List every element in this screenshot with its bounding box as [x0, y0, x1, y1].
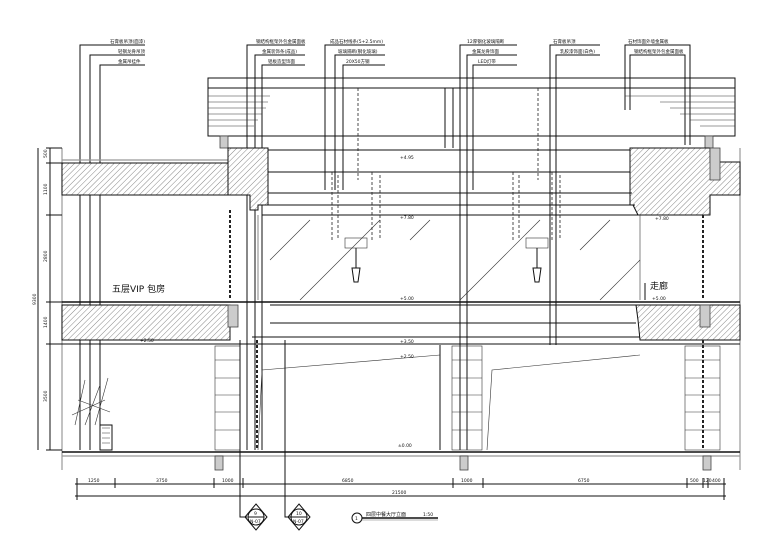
- dimension-label: 1100: [43, 183, 49, 195]
- lower-floor: [62, 340, 740, 471]
- dimension-label: 6850: [342, 478, 354, 484]
- callout-group-4: 12厚钢化玻璃隔断 金属龙骨饰面 LED灯带: [459, 38, 517, 450]
- marker-number: 10: [296, 511, 302, 517]
- upper-floor: 五层VIP 包房 走廊: [61, 147, 741, 470]
- vertical-dimensions: 500 1100 2800 1400 3500 9300: [32, 147, 62, 451]
- elevation-label: +5.00: [652, 296, 666, 302]
- callout-label: 石膏板吊顶(面漆): [110, 38, 145, 45]
- horizontal-dimensions: 1250 3750 1000 6850 1000 6750 500 120 40…: [75, 478, 726, 500]
- elevation-label: +5.00: [400, 296, 414, 302]
- drawing-title: 1 四层中餐大厅立面 1:50: [351, 511, 438, 524]
- dimension-label: 2800: [43, 250, 49, 262]
- callout-label: 金属装饰条(成品): [262, 48, 297, 55]
- title-text: 四层中餐大厅立面: [366, 511, 406, 518]
- callout-label: 石膏板吊顶: [553, 38, 576, 45]
- dimension-label: 1250: [88, 478, 100, 484]
- callout-label: 金属吊挂件: [118, 58, 141, 65]
- callout-label: 铝板造型饰面: [268, 58, 295, 65]
- elevation-label: +7.80: [655, 216, 669, 222]
- callout-label: 玻璃隔断(钢化玻璃): [338, 48, 378, 55]
- dimension-total: 9300: [32, 293, 38, 305]
- section-marker-10[interactable]: 10 N-07: [284, 340, 311, 531]
- callout-label: 成品石材线条(5+2.5mm): [330, 38, 383, 45]
- dimension-label: 3500: [43, 390, 49, 402]
- dimension-label: 1000: [461, 478, 473, 484]
- section-marker-9[interactable]: 9 N-07: [239, 340, 268, 531]
- dimension-label: 1400: [43, 316, 49, 328]
- dimension-label: 500: [43, 149, 49, 158]
- callout-label: 12厚钢化玻璃隔断: [467, 38, 505, 45]
- callout-label: 乳胶漆饰面(白色): [560, 48, 595, 55]
- pendant-lamp: [331, 172, 381, 283]
- dimension-total: 21500: [392, 490, 406, 496]
- elevation-label: +4.95: [400, 155, 414, 161]
- dimension-label: 500: [690, 478, 699, 484]
- callout-label: 轻钢龙骨吊顶: [118, 48, 145, 55]
- dimension-label: 1000: [222, 478, 234, 484]
- callout-group-6: 石材饰面外墙金属板 钢结构框架外包金属面板: [624, 38, 691, 145]
- elevation-label: +2.50: [400, 354, 414, 360]
- elevation-label: ±0.00: [398, 443, 412, 449]
- middle-slab: [61, 301, 741, 345]
- marker-number: 9: [254, 511, 257, 517]
- elevation-label: +2.50: [140, 338, 154, 344]
- elevation-marks: +7.80 +5.00 +3.50 +2.50 +2.50 ±0.00 +5.0…: [140, 155, 669, 449]
- glass-partition: [257, 215, 641, 301]
- pendant-lamp: [512, 172, 561, 283]
- callout-label: 钢结构框架外包金属面板: [256, 38, 306, 45]
- callout-label: 石材饰面外墙金属板: [628, 38, 669, 45]
- dimension-label: 120: [703, 478, 712, 484]
- dimension-label: 3750: [156, 478, 168, 484]
- room-label-corridor: 走廊: [650, 280, 668, 292]
- elevation-label: +3.50: [400, 339, 414, 345]
- marker-sheet: N-07: [293, 519, 304, 525]
- marker-sheet: N-07: [250, 519, 261, 525]
- callout-label: 钢结构框架外包金属面板: [634, 48, 684, 55]
- elevation-label: +7.80: [400, 215, 414, 221]
- callout-group-5: 石膏板吊顶 乳胶漆饰面(白色): [549, 38, 600, 345]
- room-label-vip: 五层VIP 包房: [112, 283, 165, 295]
- roof-structure: [207, 77, 736, 180]
- dimension-label: 400: [712, 478, 721, 484]
- callout-label: 金属龙骨饰面: [472, 48, 499, 55]
- callout-group-3: 成品石材线条(5+2.5mm) 玻璃隔断(钢化玻璃) 20X50方钢: [324, 38, 385, 190]
- dimension-label: 6750: [578, 478, 590, 484]
- plant-pot: [71, 377, 113, 451]
- title-scale: 1:50: [423, 512, 433, 518]
- title-number: 1: [355, 516, 358, 522]
- callout-group-1: 石膏板吊顶(面漆) 轻钢龙骨吊顶 金属吊挂件: [79, 38, 145, 450]
- callout-group-2: 钢结构框架外包金属面板 金属装饰条(成品) 铝板造型饰面: [246, 38, 306, 450]
- callout-label: 20X50方钢: [346, 58, 370, 65]
- callout-label: LED灯带: [478, 58, 496, 65]
